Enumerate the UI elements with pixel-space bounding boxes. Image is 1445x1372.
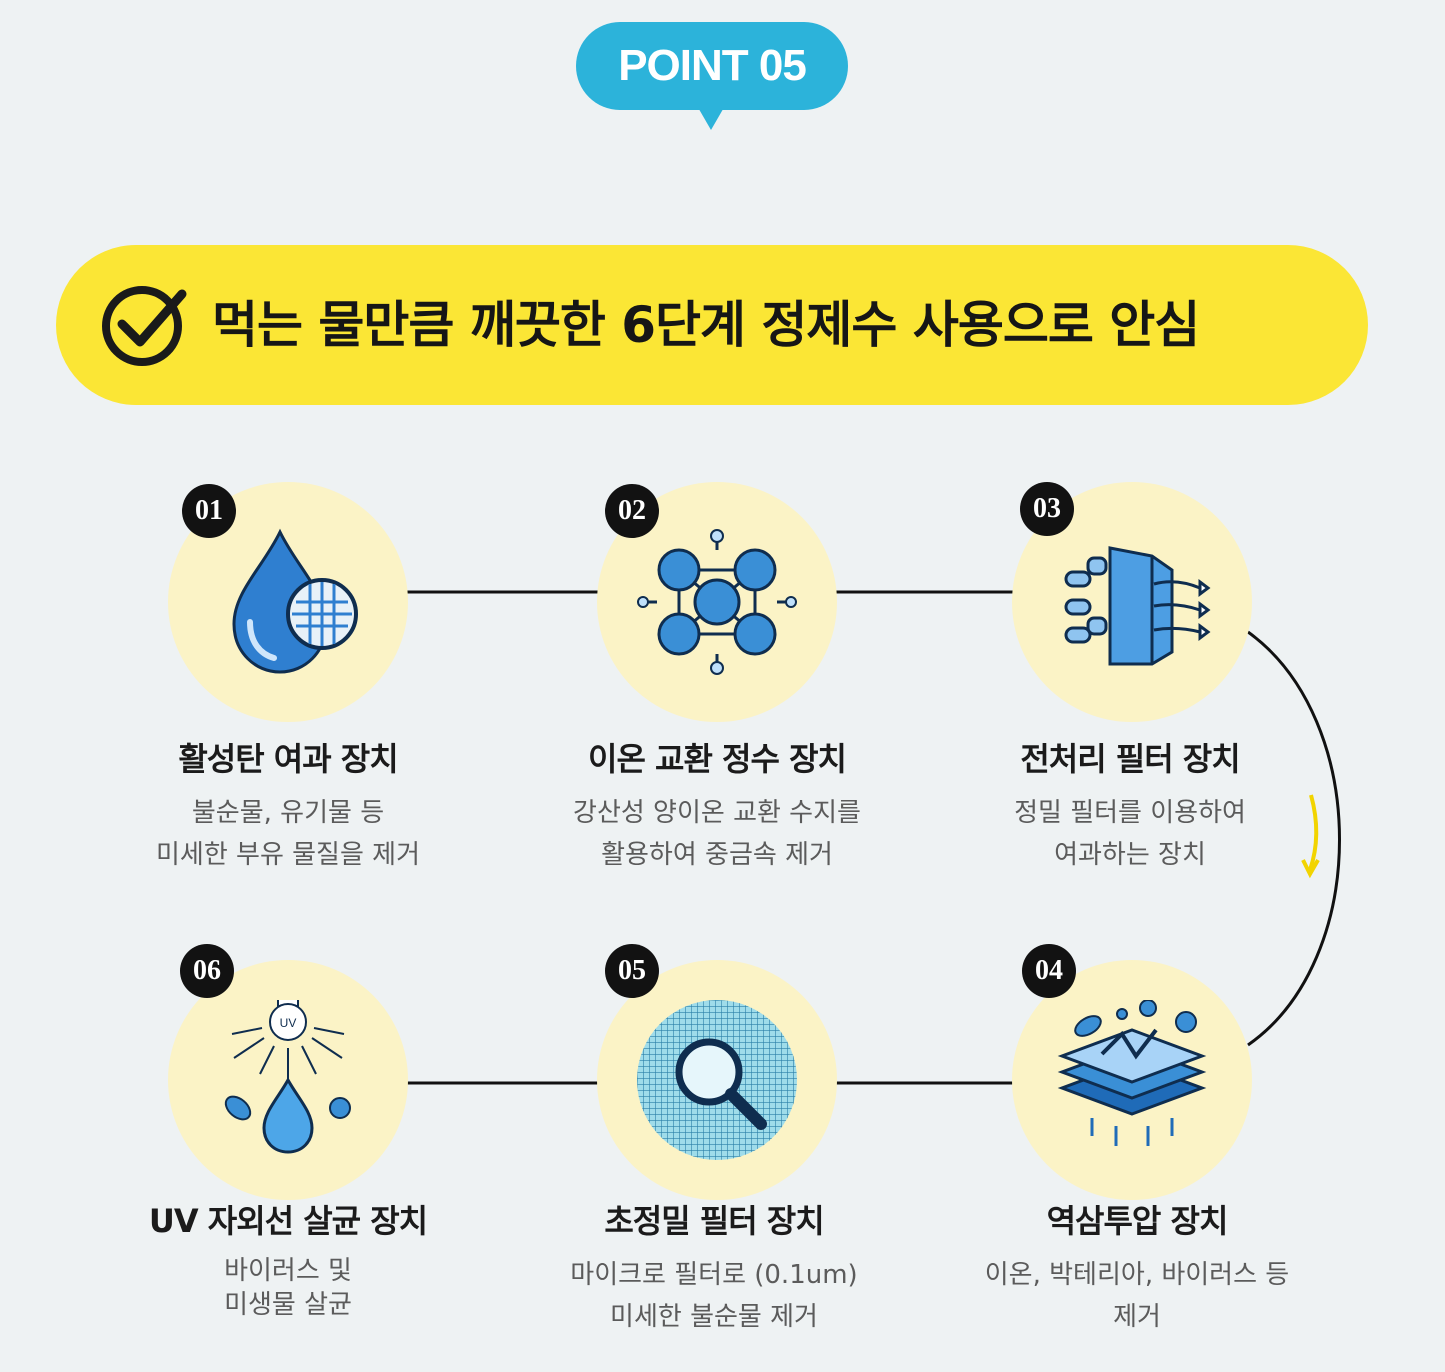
step-05-caption: 초정밀 필터 장치 마이크로 필터로 (0.1um) 미세한 불순물 제거 [504,1196,924,1338]
step-title: 전처리 필터 장치 [1020,740,1240,778]
step-title: 이온 교환 정수 장치 [588,740,847,778]
step-desc-line1: 마이크로 필터로 (0.1um) [570,1260,858,1290]
step-04-caption: 역삼투압 장치 이온, 박테리아, 바이러스 등 제거 [927,1196,1347,1338]
step-desc-line2: 여과하는 장치 [1054,840,1206,870]
flow-arrow-icon [1308,794,1319,871]
step-03: 03 [1012,482,1252,722]
water-drop-filter-icon [232,528,358,674]
pre-filter-icon [1064,546,1211,666]
step-desc-line2: 제거 [1113,1302,1161,1332]
step-desc-line2: 미세한 불순물 제거 [610,1302,818,1332]
molecule-ion-exchange-icon [637,529,797,675]
step-03-caption: 전처리 필터 장치 정밀 필터를 이용하여 여과하는 장치 [920,734,1340,876]
flow-arrowhead-icon [1301,859,1320,879]
connector-03-04 [1247,630,1341,1047]
step-number: 01 [182,484,236,538]
step-desc-line1: 이온, 박테리아, 바이러스 등 [984,1260,1290,1290]
step-desc-line1: 강산성 양이온 교환 수지를 [573,798,861,828]
point-badge: POINT 05 [576,22,848,110]
step-01-caption: 활성탄 여과 장치 불순물, 유기물 등 미세한 부유 물질을 제거 [78,734,498,876]
micro-filter-magnifier-icon [637,1000,797,1160]
step-number: 06 [180,944,234,998]
step-desc-line2: 미생물 살균 [224,1290,352,1320]
uv-lamp-sterilization-icon: UV [224,1000,351,1154]
point-badge-tail [696,104,726,130]
step-06-caption: UV 자외선 살균 장치 바이러스 및 미생물 살균 [78,1196,498,1322]
step-desc-line1: 정밀 필터를 이용하여 [1014,798,1246,828]
step-number: 03 [1020,482,1074,536]
step-04: 04 [1012,944,1252,1200]
uv-lamp-label: UV [280,1016,297,1030]
step-desc-line1: 바이러스 및 [224,1256,352,1286]
step-title: 역삼투압 장치 [1046,1202,1229,1240]
step-title: UV 자외선 살균 장치 [148,1202,428,1240]
step-02: 02 [597,482,837,722]
step-desc-line2: 활용하여 중금속 제거 [601,840,833,870]
check-circle-icon [102,286,187,366]
step-desc-line1: 불순물, 유기물 등 [191,798,385,828]
step-number: 02 [605,484,659,538]
step-number: 04 [1022,944,1076,998]
banner-title: 먹는 물만큼 깨끗한 6단계 정제수 사용으로 안심 [212,296,1200,354]
step-02-caption: 이온 교환 정수 장치 강산성 양이온 교환 수지를 활용하여 중금속 제거 [507,734,927,876]
headline-banner: 먹는 물만큼 깨끗한 6단계 정제수 사용으로 안심 [56,245,1368,405]
step-05: 05 [597,944,837,1200]
reverse-osmosis-membrane-icon [1057,1000,1207,1146]
step-06: UV 06 [168,944,408,1200]
step-desc-line2: 미세한 부유 물질을 제거 [156,840,420,870]
step-01: 01 [168,482,408,722]
step-title: 초정밀 필터 장치 [604,1202,824,1240]
step-title: 활성탄 여과 장치 [178,740,398,778]
step-number: 05 [605,944,659,998]
